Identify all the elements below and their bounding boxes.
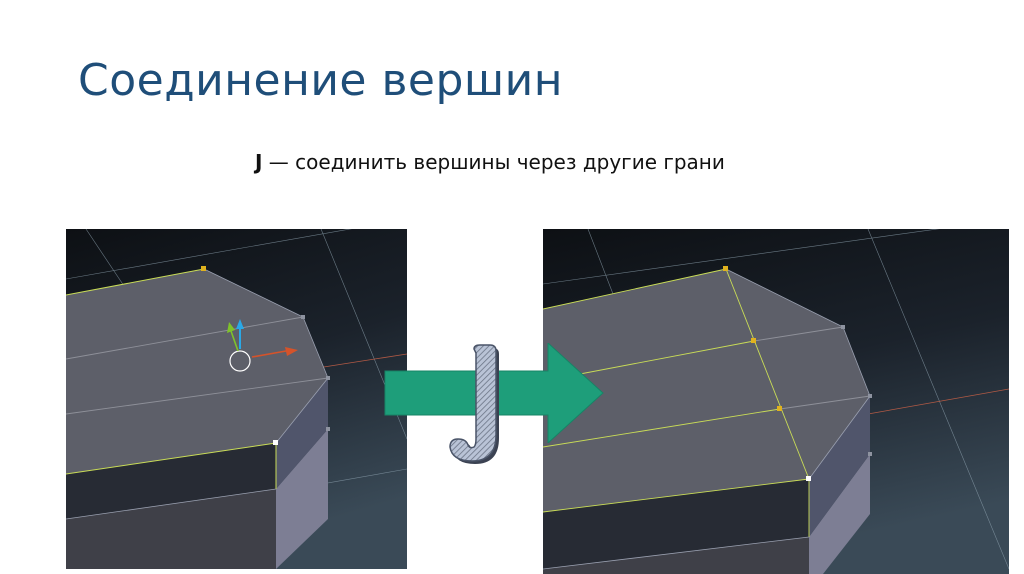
- viewport-after-image: [543, 229, 1009, 574]
- shortcut-key: J: [255, 150, 263, 174]
- transform-gizmo-icon: [227, 319, 298, 372]
- slide-title: Соединение вершин: [78, 55, 564, 106]
- slide-subtitle: J — соединить вершины через другие грани: [255, 150, 725, 174]
- viewport-before-image: [66, 229, 407, 569]
- shortcut-description: — соединить вершины через другие грани: [262, 150, 725, 174]
- j-key-letter-icon: [449, 344, 499, 464]
